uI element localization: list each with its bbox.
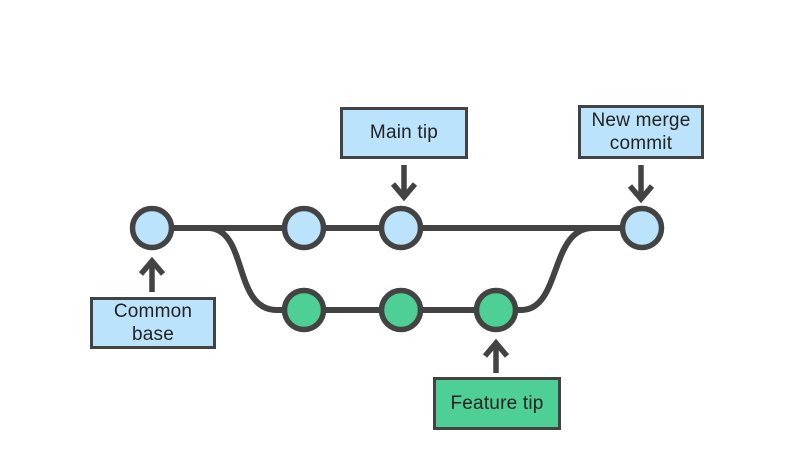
label-main-tip: Main tip (340, 107, 468, 159)
arrow-up-icon (482, 338, 510, 358)
arrow-up-icon (138, 256, 166, 276)
label-text: Main tip (369, 122, 439, 144)
commit-node-merge-commit (619, 205, 665, 251)
label-new-merge-commit: New merge commit (578, 105, 704, 159)
feature-tip-arrow (482, 338, 510, 373)
arrow-down-icon (390, 182, 418, 202)
arrow-down-icon (627, 184, 655, 204)
label-text: Feature tip (450, 392, 544, 414)
commit-node-feature-2 (378, 287, 424, 333)
main-tip-arrow (390, 165, 418, 202)
label-text: New merge commit (591, 109, 691, 154)
label-feature-tip: Feature tip (433, 377, 561, 430)
new-merge-commit-arrow (627, 165, 655, 204)
commit-node-common-base (129, 205, 175, 251)
commit-node-feature-tip (473, 287, 519, 333)
commit-node-main-tip (378, 205, 424, 251)
common-base-arrow (138, 256, 166, 292)
label-text: Common base (113, 300, 193, 345)
commit-node-main-2 (281, 205, 327, 251)
commit-node-feature-1 (281, 287, 327, 333)
label-common-base: Common base (90, 297, 216, 349)
